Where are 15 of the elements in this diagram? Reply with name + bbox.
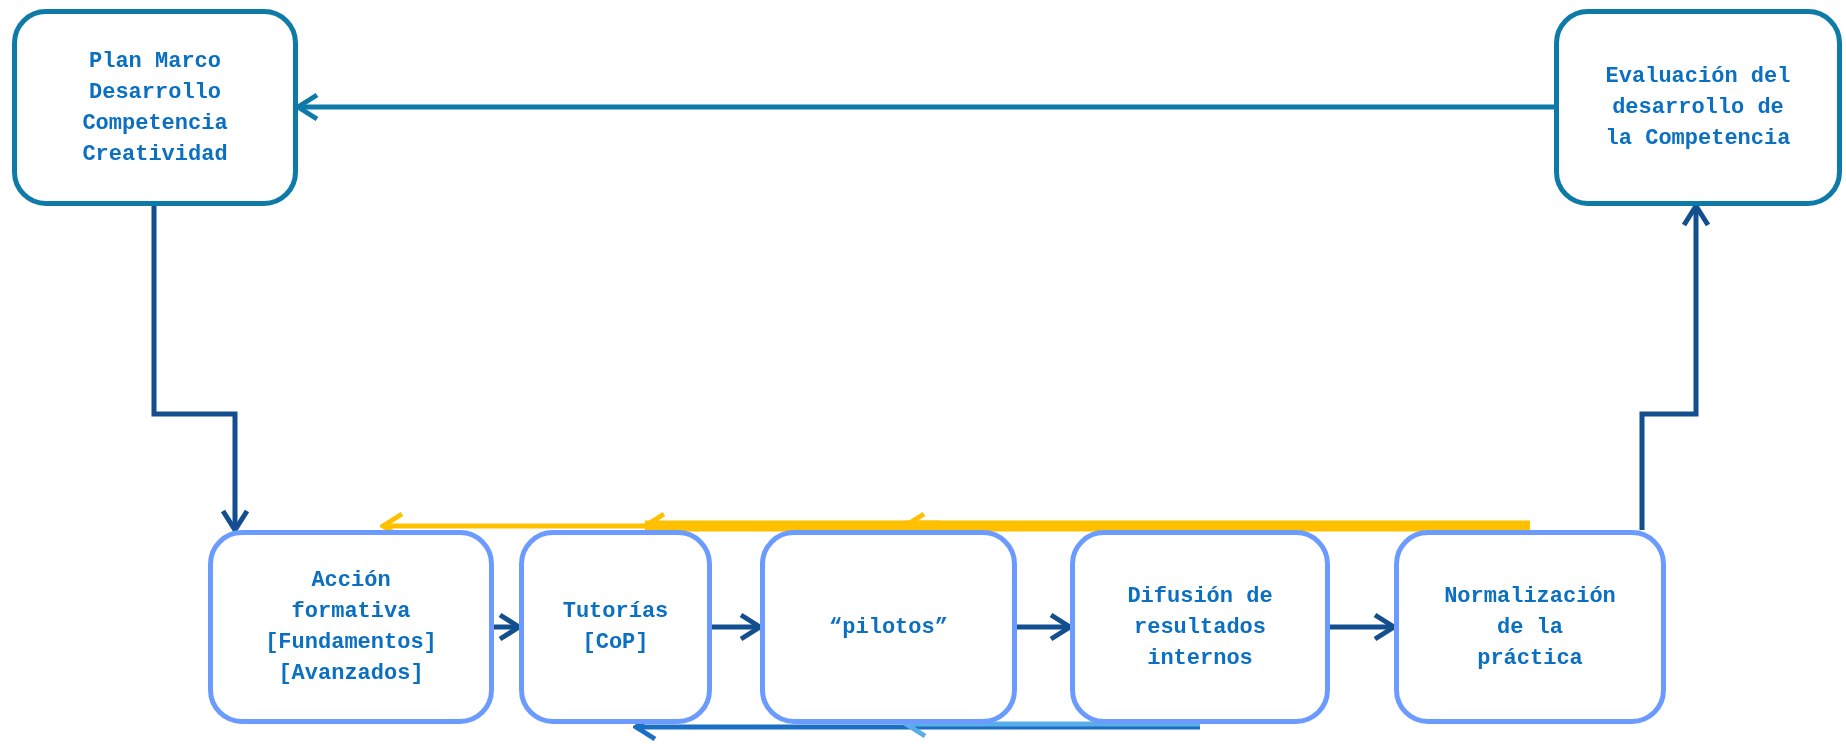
- process-box: [519, 530, 712, 724]
- process-box: [12, 9, 298, 206]
- box-label: “pilotos”: [828, 613, 949, 642]
- process-box: [1554, 9, 1842, 206]
- process-box: [760, 530, 1017, 724]
- box-label: Acción formativa [Fundamentos] [Avanzados]: [264, 567, 438, 688]
- box-label: Plan Marco Desarrollo Competencia Creatividad: [81, 47, 229, 169]
- box-label: Difusión de resultados internos: [1126, 582, 1274, 673]
- box-label: Tutorías [CoP]: [561, 598, 670, 657]
- process-box: [1394, 530, 1666, 724]
- box-label: Evaluación del desarrollo de la Competencia: [1604, 63, 1792, 153]
- box-label: Normalización de la práctica: [1443, 582, 1617, 673]
- process-box: [1070, 530, 1330, 724]
- process-box: [208, 530, 494, 724]
- arrow: [151, 206, 250, 533]
